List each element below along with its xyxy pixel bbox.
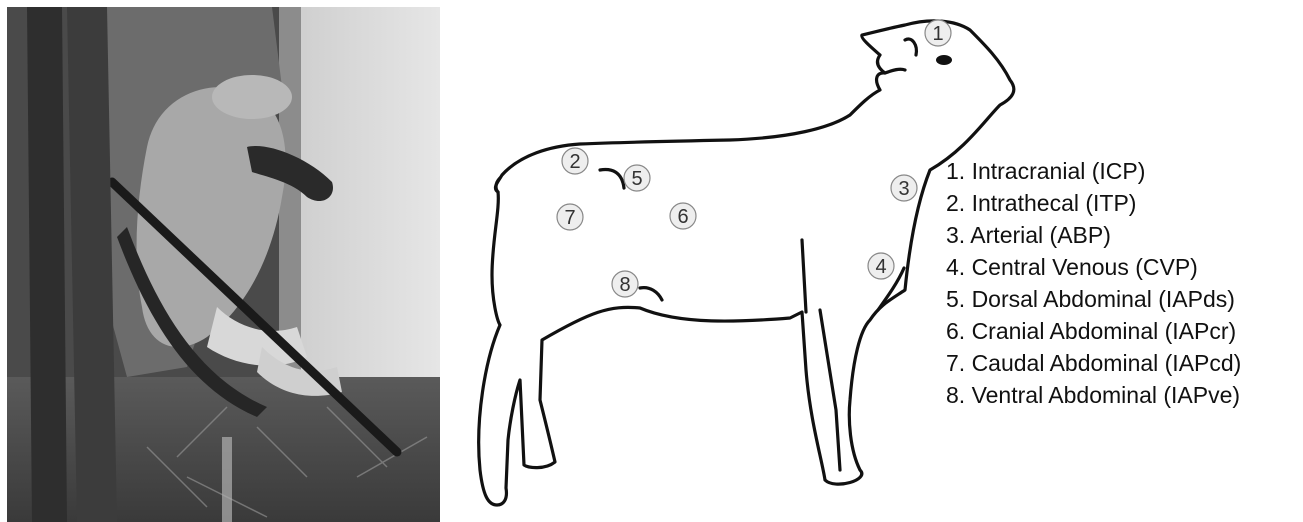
- site-marker-7: 7: [557, 204, 583, 230]
- legend-item-iapve: 8. Ventral Abdominal (IAPve): [946, 379, 1241, 411]
- svg-text:5: 5: [631, 168, 642, 190]
- svg-text:1: 1: [932, 23, 943, 45]
- site-legend: 1. Intracranial (ICP) 2. Intrathecal (IT…: [946, 155, 1241, 411]
- site-marker-2: 2: [562, 148, 588, 174]
- sheep-outline: [479, 21, 1014, 505]
- svg-text:7: 7: [564, 207, 575, 229]
- site-marker-1: 1: [925, 20, 951, 46]
- site-marker-8: 8: [612, 271, 638, 297]
- legend-item-abp: 3. Arterial (ABP): [946, 219, 1241, 251]
- legend-item-iapcd: 7. Caudal Abdominal (IAPcd): [946, 347, 1241, 379]
- catheter-line-5: [600, 170, 624, 188]
- svg-text:4: 4: [875, 256, 886, 278]
- legend-item-iapcr: 6. Cranial Abdominal (IAPcr): [946, 315, 1241, 347]
- legend-item-iapds: 5. Dorsal Abdominal (IAPds): [946, 283, 1241, 315]
- legend-item-itp: 2. Intrathecal (ITP): [946, 187, 1241, 219]
- svg-text:2: 2: [569, 151, 580, 173]
- site-marker-6: 6: [670, 203, 696, 229]
- legend-item-cvp: 4. Central Venous (CVP): [946, 251, 1241, 283]
- legend-item-icp: 1. Intracranial (ICP): [946, 155, 1241, 187]
- site-marker-3: 3: [891, 175, 917, 201]
- sheep-eye: [936, 55, 952, 65]
- catheter-line-8: [640, 288, 662, 300]
- svg-text:3: 3: [898, 178, 909, 200]
- svg-text:8: 8: [619, 274, 630, 296]
- svg-text:6: 6: [677, 206, 688, 228]
- site-marker-4: 4: [868, 253, 894, 279]
- site-marker-5: 5: [624, 165, 650, 191]
